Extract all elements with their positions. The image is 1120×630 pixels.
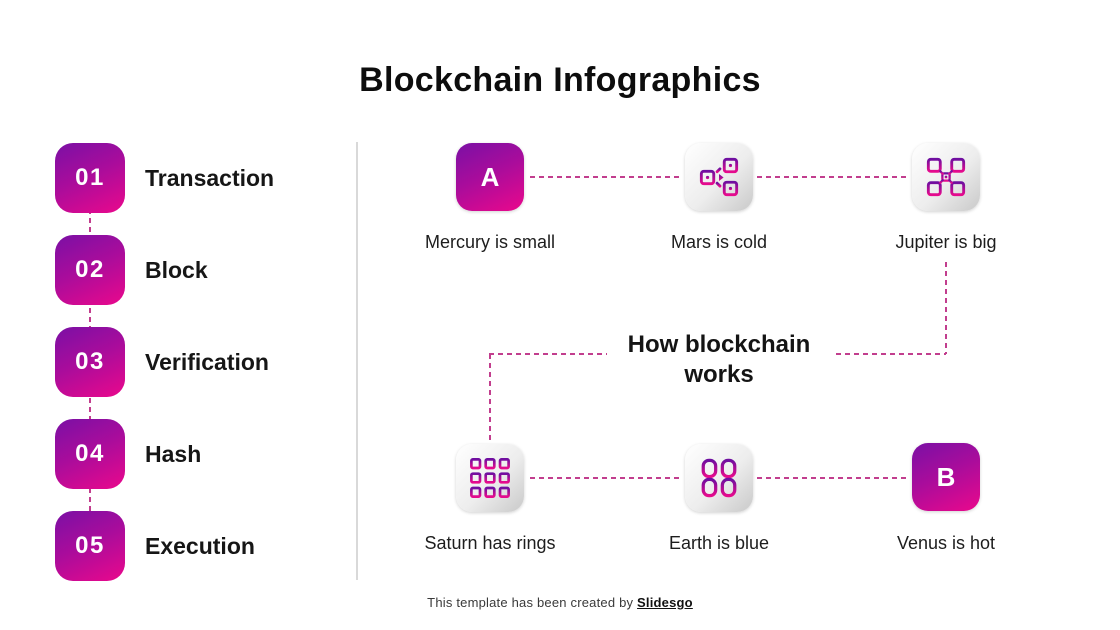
caption-earth: Earth is blue bbox=[668, 533, 770, 553]
caption-venus: Venus is hot bbox=[896, 533, 996, 553]
chain-icon bbox=[698, 457, 740, 499]
connector-left-elbow bbox=[489, 353, 607, 355]
diagram-heading-line1: How blockchain bbox=[627, 331, 811, 358]
tile-hub bbox=[912, 143, 980, 211]
connector-saturn-to-earth bbox=[530, 477, 682, 479]
tile-broadcast bbox=[685, 143, 753, 211]
step-label-block: Block bbox=[145, 257, 208, 283]
step-number-label: 04 bbox=[75, 440, 105, 467]
badge-a-letter: A bbox=[480, 161, 500, 192]
mesh-icon bbox=[469, 457, 511, 499]
connector-right-elbow bbox=[836, 353, 946, 355]
connector-a-to-mars bbox=[530, 176, 682, 178]
step-label-verification: Verification bbox=[145, 349, 269, 375]
diagram-heading: How blockchain works bbox=[609, 330, 829, 390]
footer-credit-text: This template has been created by bbox=[427, 595, 634, 610]
badge-b-letter: B bbox=[936, 461, 956, 492]
step-number-label: 05 bbox=[75, 532, 105, 559]
caption-mercury: Mercury is small bbox=[424, 232, 555, 252]
connector-earth-to-b bbox=[757, 477, 909, 479]
connector-down-to-saturn bbox=[489, 354, 491, 444]
step-label-hash: Hash bbox=[145, 441, 202, 467]
step-label-transaction: Transaction bbox=[145, 165, 275, 191]
caption-mars: Mars is cold bbox=[670, 232, 768, 252]
broadcast-icon bbox=[698, 156, 740, 198]
step-number-03: 03 bbox=[55, 327, 125, 397]
tile-mesh bbox=[456, 444, 524, 512]
connector-jupiter-down bbox=[945, 262, 947, 354]
caption-saturn: Saturn has rings bbox=[424, 533, 556, 553]
caption-jupiter: Jupiter is big bbox=[895, 232, 997, 252]
vertical-divider bbox=[356, 142, 358, 580]
hub-icon bbox=[925, 156, 967, 198]
page-title: Blockchain Infographics bbox=[359, 61, 761, 99]
tile-chain bbox=[685, 444, 753, 512]
step-number-02: 02 bbox=[55, 235, 125, 305]
diagram-heading-line2: works bbox=[684, 361, 754, 388]
step-number-label: 03 bbox=[75, 348, 105, 375]
step-number-01: 01 bbox=[55, 143, 125, 213]
step-label-execution: Execution bbox=[145, 533, 255, 559]
step-number-04: 04 bbox=[55, 419, 125, 489]
badge-b: B bbox=[912, 443, 980, 511]
badge-a: A bbox=[456, 143, 524, 211]
slidesgo-link[interactable]: Slidesgo bbox=[637, 595, 693, 610]
footer-credit: This template has been created by Slides… bbox=[0, 595, 1120, 610]
step-number-label: 02 bbox=[75, 256, 105, 283]
step-number-05: 05 bbox=[55, 511, 125, 581]
connector-mars-to-jupiter bbox=[757, 176, 909, 178]
step-number-label: 01 bbox=[75, 164, 105, 191]
